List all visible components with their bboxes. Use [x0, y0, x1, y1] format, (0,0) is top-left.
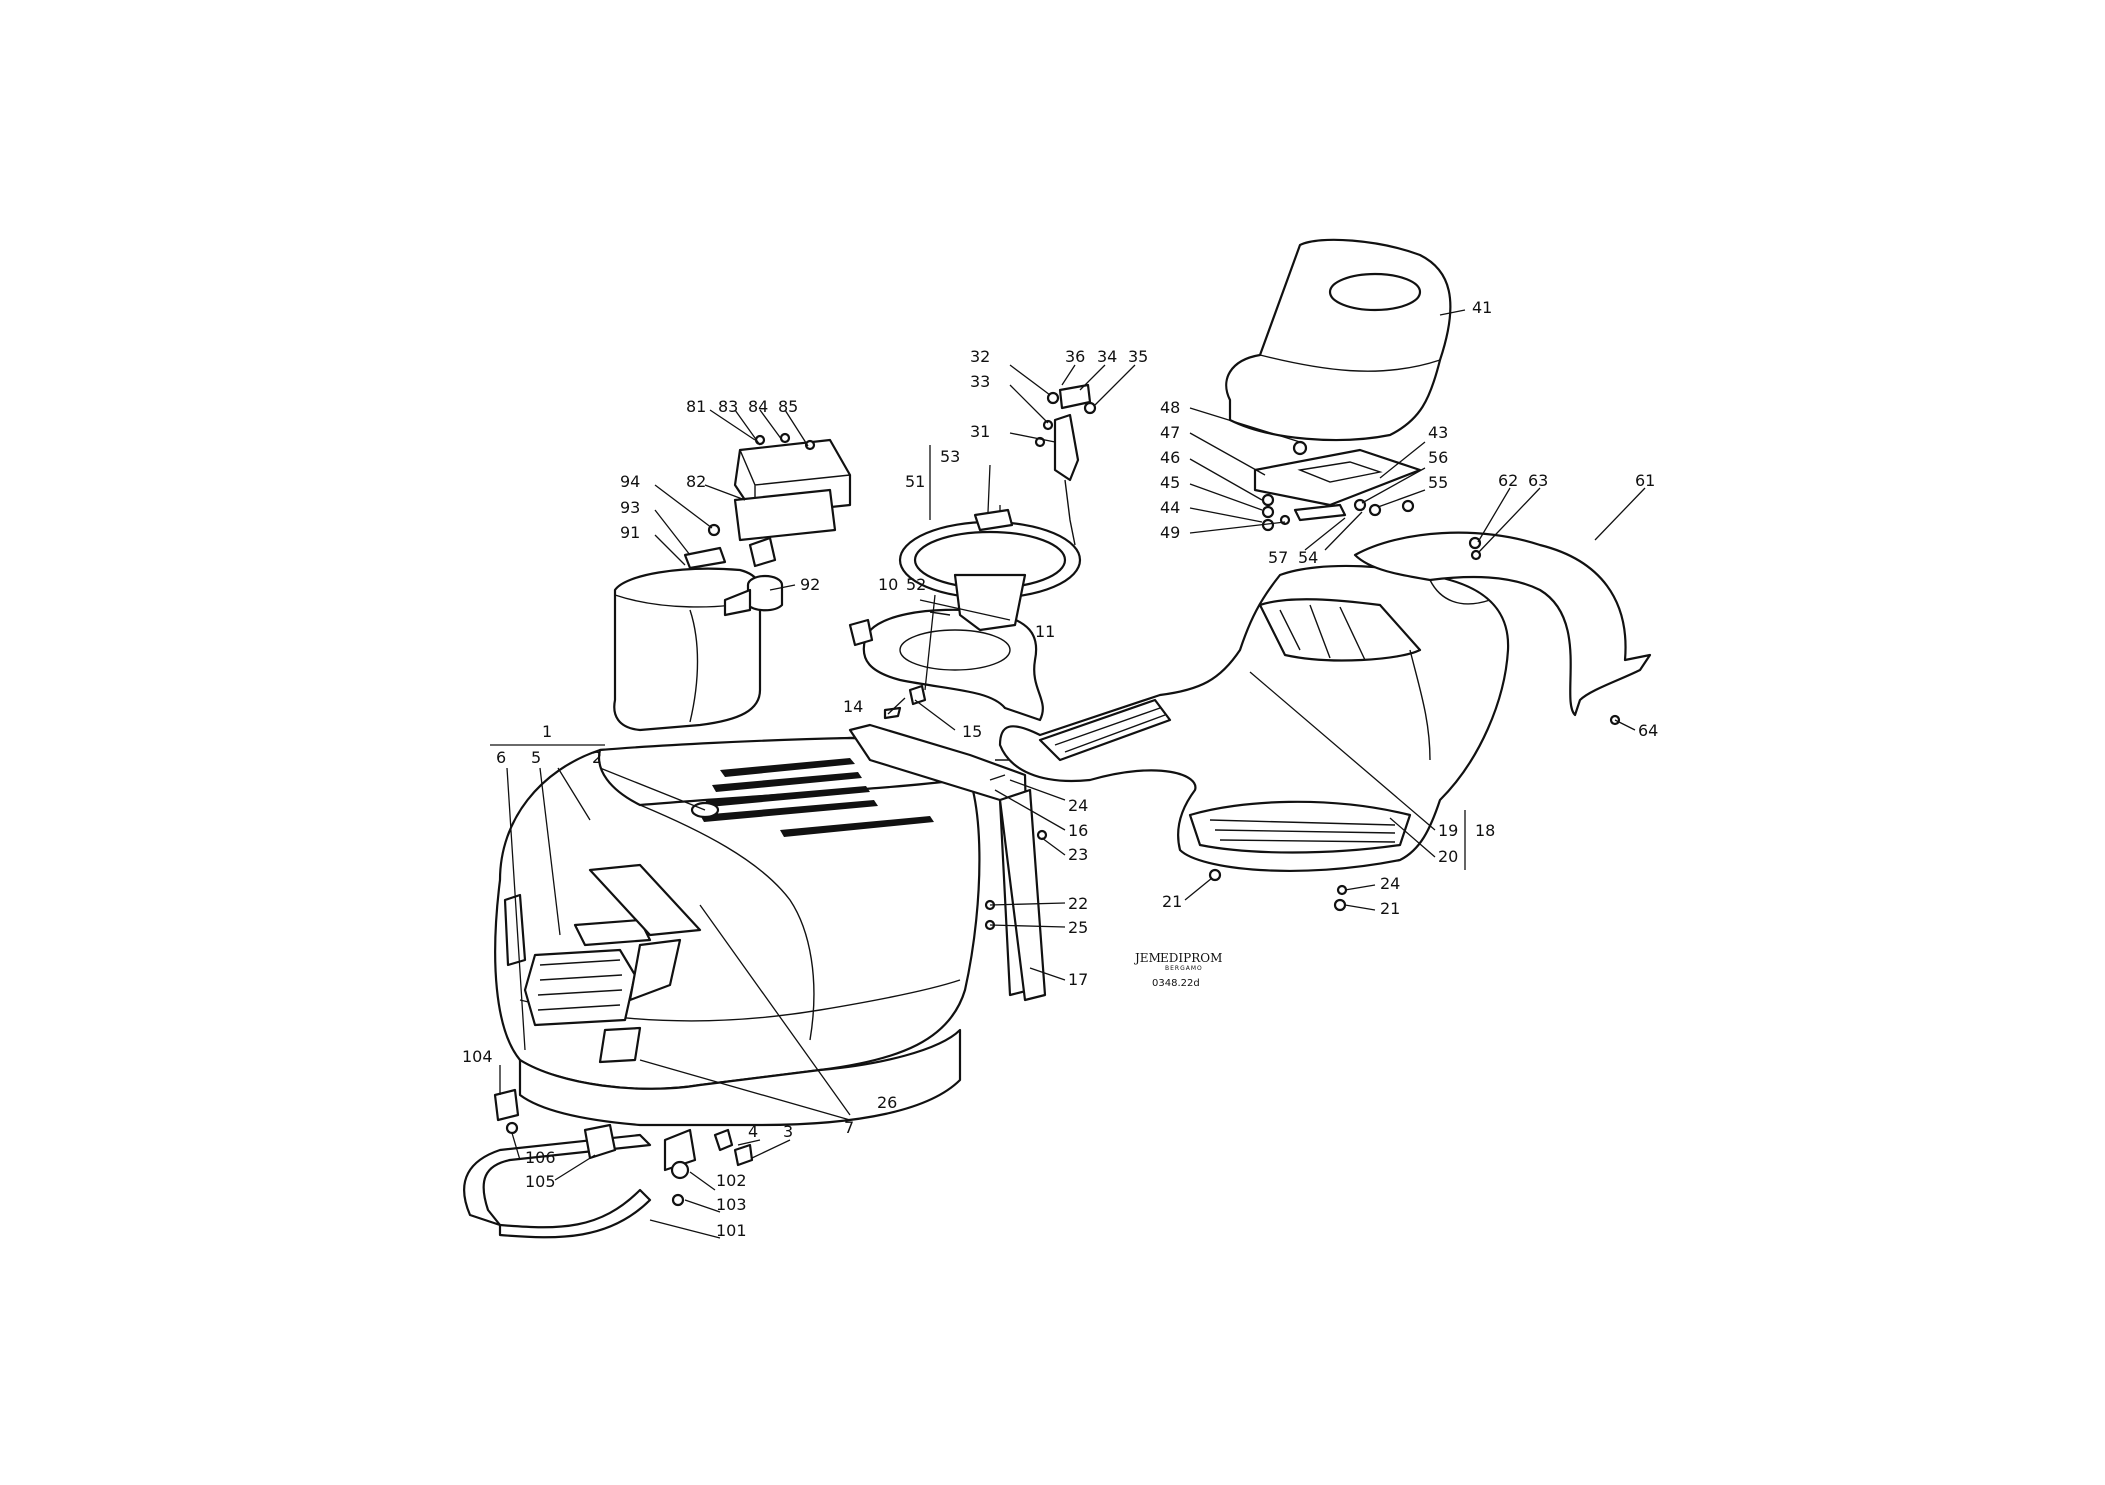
callout-35: 35 — [1128, 347, 1148, 366]
callout-32: 32 — [970, 347, 990, 366]
bolt-3 — [733, 1143, 754, 1167]
logo-sub: BERGAMO — [1165, 965, 1203, 972]
callout-36: 36 — [1065, 347, 1085, 366]
rear-fender — [1353, 531, 1652, 726]
callout-21b: 21 — [1380, 899, 1400, 918]
callout-2: 2 — [592, 748, 602, 767]
front-bumper — [463, 1088, 697, 1239]
callout-103: 103 — [716, 1195, 747, 1214]
callout-102: 102 — [716, 1171, 747, 1190]
callout-53: 53 — [940, 447, 960, 466]
footboard-body — [998, 564, 1510, 872]
hood-vents — [700, 758, 934, 837]
callout-85: 85 — [778, 397, 798, 416]
callout-44: 44 — [1160, 498, 1180, 517]
callout-45: 45 — [1160, 473, 1180, 492]
callout-23: 23 — [1068, 845, 1088, 864]
callout-82: 82 — [686, 472, 706, 491]
callout-4: 4 — [748, 1122, 758, 1141]
dash-cover — [848, 608, 1044, 722]
callout-91: 91 — [620, 523, 640, 542]
callout-55: 55 — [1428, 473, 1448, 492]
column-parts — [1034, 383, 1097, 546]
callout-63: 63 — [1528, 471, 1548, 490]
callout-92: 92 — [800, 575, 820, 594]
hood-assembly — [494, 736, 981, 1127]
callout-64: 64 — [1638, 721, 1658, 740]
callout-47: 47 — [1160, 423, 1180, 442]
callout-20: 20 — [1438, 847, 1458, 866]
leader-lines — [490, 309, 1646, 1239]
battery — [683, 432, 852, 570]
callout-5: 5 — [531, 748, 541, 767]
callout-14: 14 — [843, 697, 863, 716]
callout-18: 18 — [1475, 821, 1495, 840]
callout-16: 16 — [1068, 821, 1088, 840]
callout-94: 94 — [620, 472, 640, 491]
callout-61: 61 — [1635, 471, 1655, 490]
callout-22: 22 — [1068, 894, 1088, 913]
callout-83: 83 — [718, 397, 738, 416]
fastener-21-left — [1208, 868, 1222, 882]
callout-labels: 1 2 5 6 7 26 3 4 102 103 101 104 106 105… — [462, 298, 1658, 1240]
dash-panel — [848, 723, 1048, 1002]
callout-33: 33 — [970, 372, 990, 391]
logo-name: EDIPROM — [1160, 951, 1222, 965]
callout-51: 51 — [905, 472, 925, 491]
fuel-tank — [613, 567, 784, 732]
callout-49: 49 — [1160, 523, 1180, 542]
callout-43: 43 — [1428, 423, 1448, 442]
callout-26: 26 — [877, 1093, 897, 1112]
callout-6: 6 — [496, 748, 506, 767]
callout-46: 46 — [1160, 448, 1180, 467]
callout-48: 48 — [1160, 398, 1180, 417]
callout-31: 31 — [970, 422, 990, 441]
callout-21a: 21 — [1162, 892, 1182, 911]
callout-24b: 24 — [1380, 874, 1400, 893]
publisher-logo: JEM EDIPROM BERGAMO 0348.22d — [1133, 951, 1222, 989]
callout-25: 25 — [1068, 918, 1088, 937]
fastener-21-right — [1333, 898, 1347, 912]
callout-84: 84 — [748, 397, 768, 416]
callout-81: 81 — [686, 397, 706, 416]
callout-17: 17 — [1068, 970, 1088, 989]
seat — [1225, 238, 1452, 532]
callout-41: 41 — [1472, 298, 1492, 317]
callout-57: 57 — [1268, 548, 1288, 567]
callout-15: 15 — [962, 722, 982, 741]
drawing-code: 0348.22d — [1152, 978, 1200, 989]
callout-54: 54 — [1298, 548, 1318, 567]
callout-19: 19 — [1438, 821, 1458, 840]
bolt-4 — [713, 1128, 734, 1152]
callout-52: 52 — [906, 575, 926, 594]
callout-1: 1 — [542, 722, 552, 741]
callout-24a: 24 — [1068, 796, 1088, 815]
callout-11: 11 — [1035, 622, 1055, 641]
callout-93: 93 — [620, 498, 640, 517]
callout-56: 56 — [1428, 448, 1448, 467]
logo-mark: JEM — [1133, 951, 1161, 965]
callout-101: 101 — [716, 1221, 747, 1240]
callout-10: 10 — [878, 575, 898, 594]
callout-3: 3 — [783, 1122, 793, 1141]
callout-7: 7 — [844, 1118, 854, 1137]
fastener-24-right — [1336, 884, 1348, 896]
steering-wheel — [898, 508, 1082, 632]
callout-105: 105 — [525, 1172, 556, 1191]
callout-62: 62 — [1498, 471, 1518, 490]
callout-106: 106 — [525, 1148, 556, 1167]
callout-104: 104 — [462, 1047, 493, 1066]
callout-34: 34 — [1097, 347, 1117, 366]
